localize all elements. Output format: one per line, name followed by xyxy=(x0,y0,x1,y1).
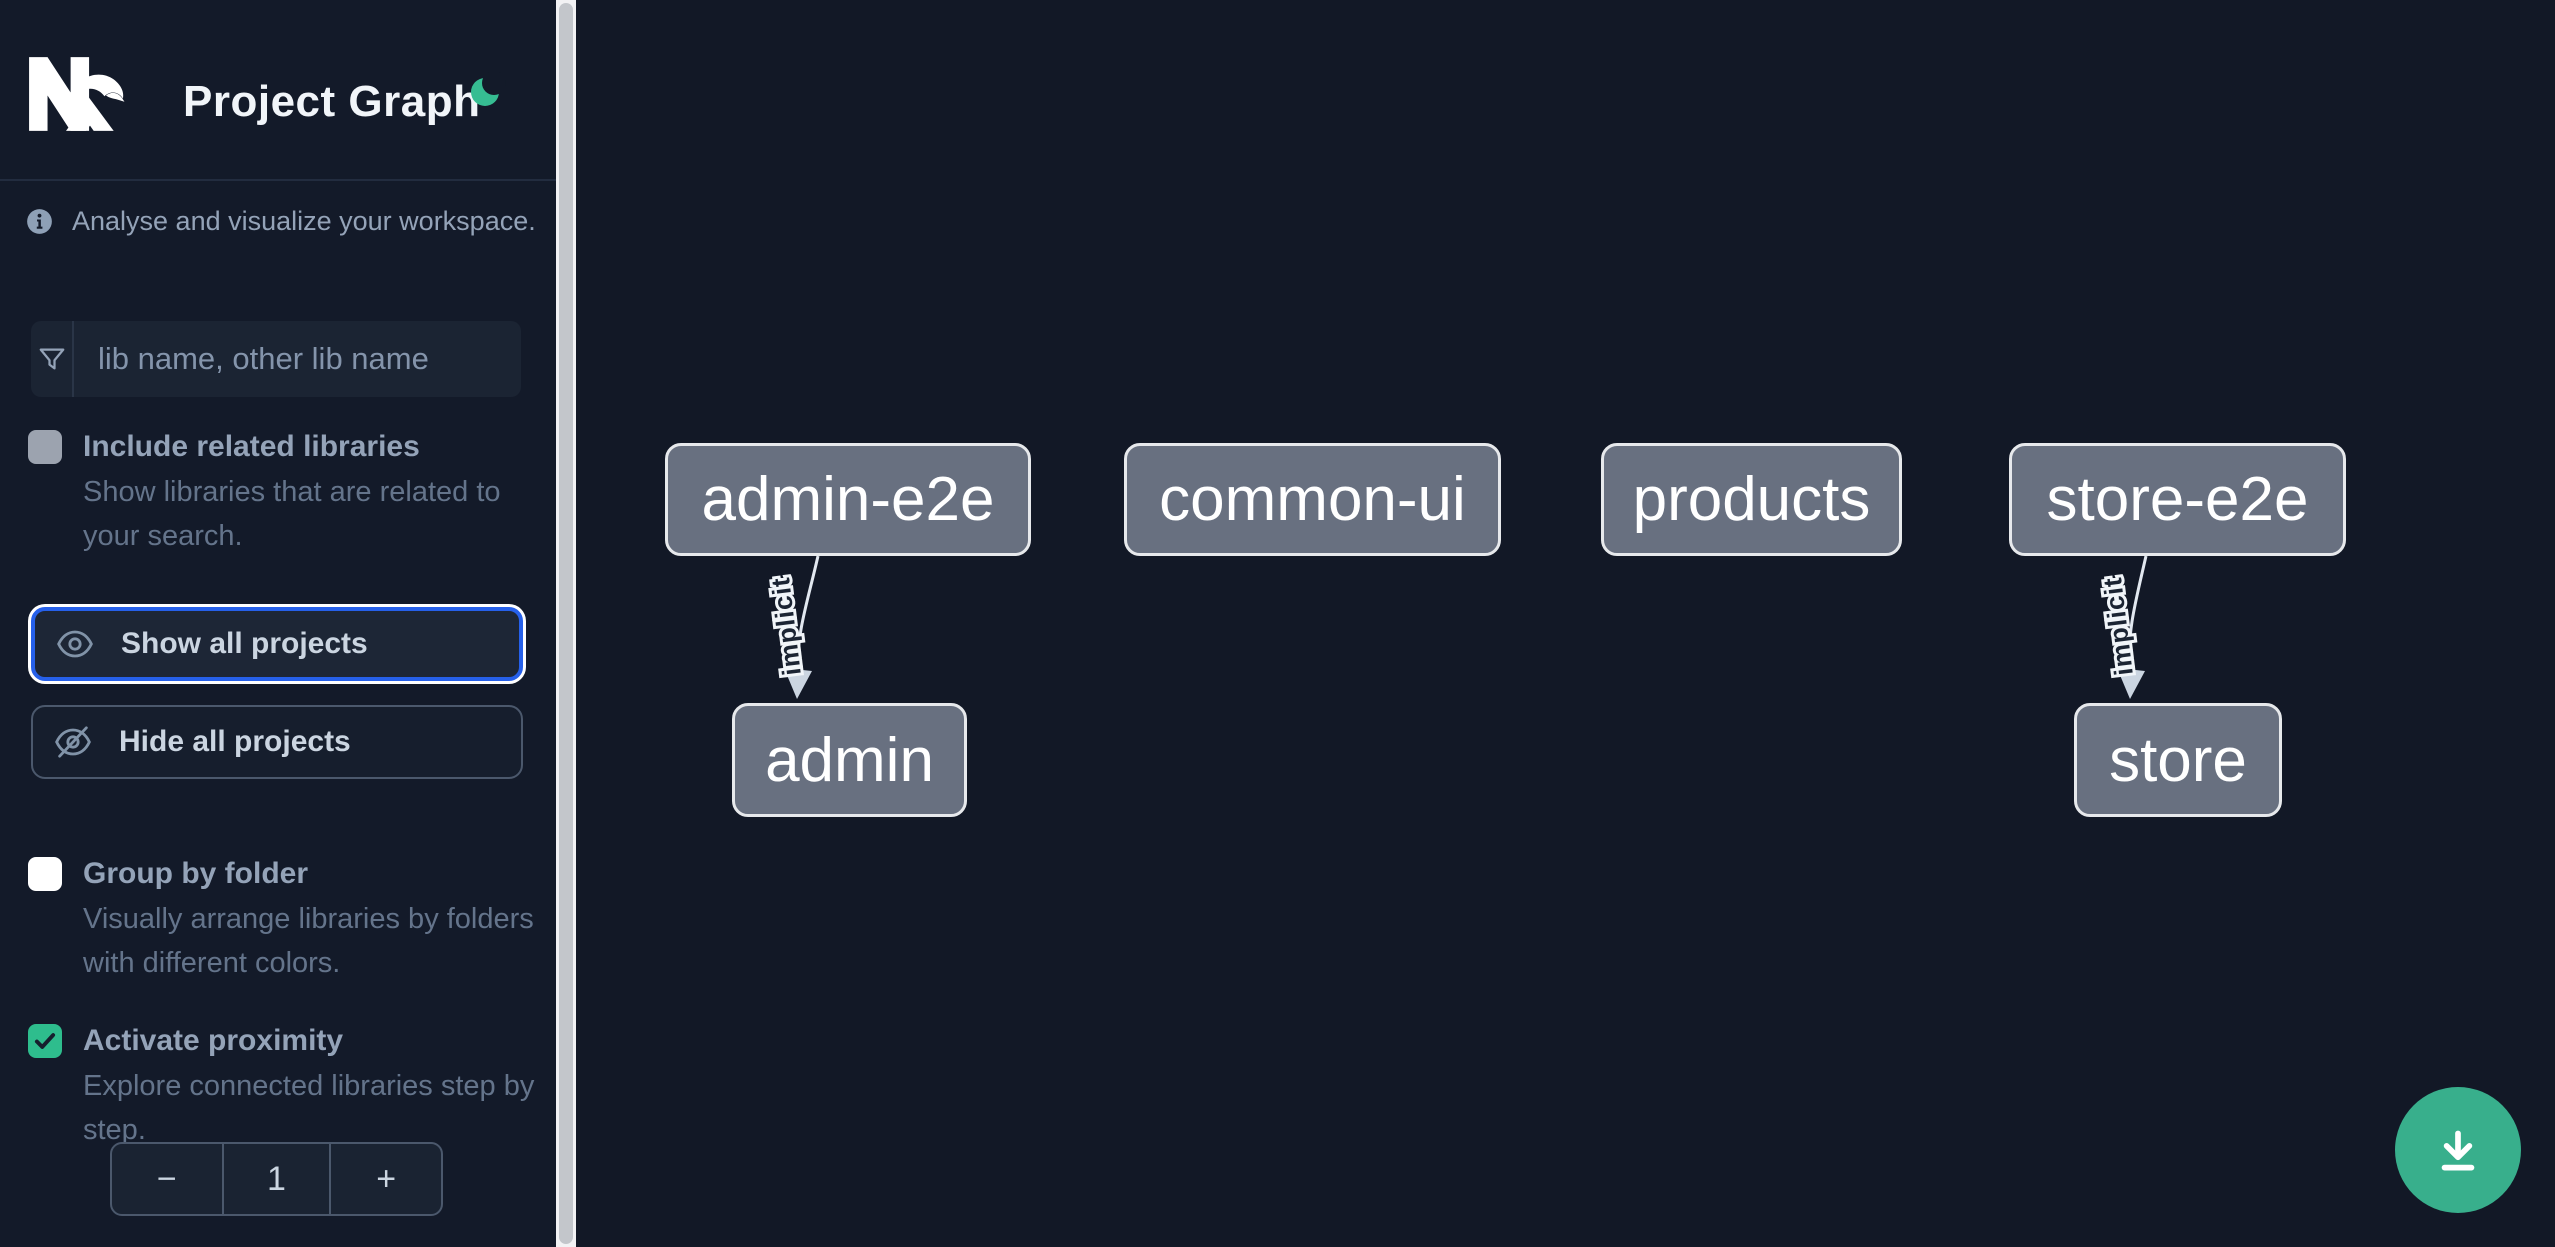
graph-node-store-e2e[interactable]: store-e2e xyxy=(2009,443,2346,556)
graph-node-admin-e2e[interactable]: admin-e2e xyxy=(665,443,1031,556)
show-all-projects-button[interactable]: Show all projects xyxy=(31,607,523,681)
include-related-label: Include related libraries xyxy=(83,430,420,463)
group-by-folder-checkbox[interactable] xyxy=(28,857,62,891)
nx-logo xyxy=(29,57,125,131)
show-all-projects-label: Show all projects xyxy=(121,627,368,660)
search-box xyxy=(31,321,521,397)
include-related-row: Include related libraries Show libraries… xyxy=(28,427,528,558)
group-by-folder-row: Group by folder Visually arrange librari… xyxy=(28,854,534,985)
project-graph-canvas[interactable] xyxy=(576,0,2555,1247)
proximity-increment-button[interactable]: + xyxy=(376,1159,397,1198)
hide-all-projects-label: Hide all projects xyxy=(119,725,351,758)
sidebar-scrollbar-track xyxy=(556,0,576,1247)
eye-off-icon xyxy=(55,726,91,758)
info-icon xyxy=(27,209,52,234)
page-title: Project Graph xyxy=(183,77,481,126)
proximity-value: 1 xyxy=(221,1144,332,1214)
graph-node-products[interactable]: products xyxy=(1601,443,1902,556)
header-divider xyxy=(0,179,556,181)
search-input[interactable] xyxy=(74,321,521,397)
node-label: common-ui xyxy=(1159,465,1466,534)
include-related-checkbox[interactable] xyxy=(28,430,62,464)
node-label: store-e2e xyxy=(2046,465,2309,534)
graph-node-store[interactable]: store xyxy=(2074,703,2282,817)
graph-node-admin[interactable]: admin xyxy=(732,703,967,817)
eye-icon xyxy=(57,630,93,658)
info-text: Analyse and visualize your workspace. xyxy=(72,206,536,236)
group-by-folder-label: Group by folder xyxy=(83,857,308,890)
download-image-button[interactable] xyxy=(2395,1087,2521,1213)
hide-all-projects-button[interactable]: Hide all projects xyxy=(31,705,523,779)
proximity-stepper: − 1 + xyxy=(110,1142,443,1216)
node-label: store xyxy=(2109,725,2247,795)
activate-proximity-row: Activate proximity Explore connected lib… xyxy=(28,1021,534,1152)
include-related-description: Show libraries that are related to your … xyxy=(83,476,501,552)
download-icon xyxy=(2441,1130,2475,1171)
workspace-info: Analyse and visualize your workspace. xyxy=(26,206,536,237)
graph-node-common-ui[interactable]: common-ui xyxy=(1124,443,1501,556)
activate-proximity-checkbox[interactable] xyxy=(28,1024,62,1058)
node-label: admin xyxy=(765,725,934,795)
filter-funnel-icon xyxy=(31,321,74,397)
node-label: products xyxy=(1632,465,1871,534)
group-by-folder-description: Visually arrange libraries by folders wi… xyxy=(83,903,534,979)
check-icon xyxy=(34,1033,56,1049)
node-label: admin-e2e xyxy=(701,465,995,534)
sidebar: Project Graph Analyse and visualize your… xyxy=(0,0,556,1247)
activate-proximity-description: Explore connected libraries step by step… xyxy=(83,1070,535,1146)
proximity-decrement-button[interactable]: − xyxy=(156,1159,177,1198)
moon-icon[interactable] xyxy=(468,72,506,110)
sidebar-scrollbar-thumb[interactable] xyxy=(559,3,573,1244)
activate-proximity-label: Activate proximity xyxy=(83,1024,344,1057)
